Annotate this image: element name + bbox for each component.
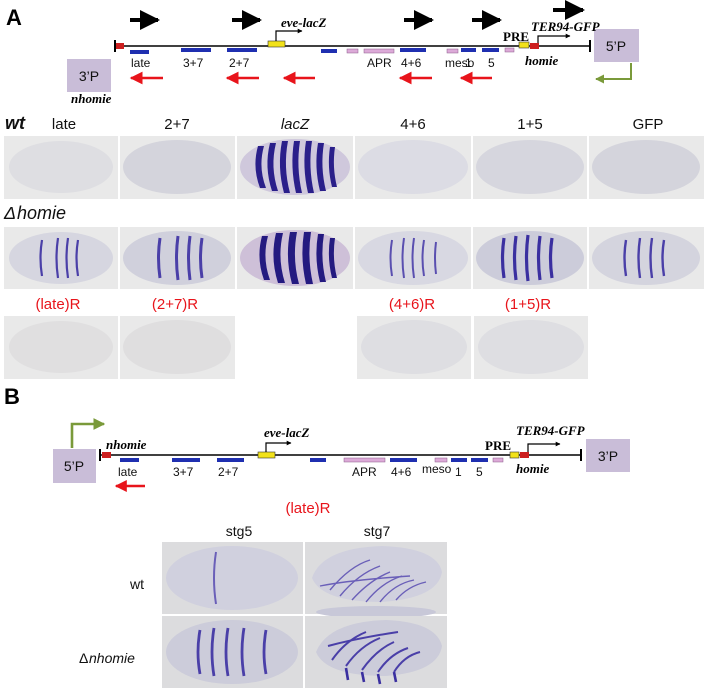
label-1: 1: [465, 56, 472, 70]
left-promoter-arrow-b: [70, 418, 106, 448]
orientation-arrows-top: [130, 0, 585, 30]
label-apr: APR: [367, 56, 392, 70]
homie-label: homie: [525, 53, 558, 68]
b-left-promoter-label: 5’P: [64, 458, 84, 474]
element-pink-2: [504, 47, 515, 53]
element-apr: [363, 48, 395, 54]
panel-b-letter: B: [4, 384, 20, 409]
b-enhancer-small: [310, 458, 326, 462]
col-label-2-7: 2+7: [164, 116, 189, 133]
lacz-box: [267, 40, 286, 48]
b-right-promoter-box: [586, 439, 630, 472]
b-label-4-6: 4+6: [391, 465, 412, 479]
b-right-promoter-label: 3’P: [598, 448, 618, 464]
b-label-meso: meso: [422, 462, 452, 476]
b-gfp-label: TER94-GFP: [516, 423, 586, 438]
b-enhancer-2-7: [217, 458, 244, 462]
enhancer-3-7: [181, 48, 211, 52]
pre-label: PRE: [503, 29, 529, 44]
col-label-lacz: lacZ: [281, 116, 310, 133]
b-lacz-box: [257, 451, 276, 459]
right-promoter-arrow-a: [595, 63, 632, 84]
panel-a-letter: A: [6, 5, 22, 30]
enhancer-5: [482, 48, 499, 52]
label-3-7: 3+7: [183, 56, 204, 70]
b-title: (late)R: [285, 500, 330, 517]
b-pre-label: PRE: [485, 438, 511, 453]
gfp-label: TER94-GFP: [531, 19, 601, 34]
b-homie-insulator: [520, 452, 529, 458]
gfp-promoter-arrow: [537, 33, 571, 43]
dhomie-image-row: [4, 227, 704, 289]
element-pink-1: [346, 48, 359, 54]
nhomie-insulator: [116, 43, 124, 49]
gfp-box: [518, 41, 530, 49]
b-nhomie-label: nhomie: [106, 437, 147, 452]
rev-label-late: (late)R: [35, 296, 80, 313]
b-label-5: 5: [476, 465, 483, 479]
col-label-4-6: 4+6: [400, 116, 425, 133]
rev-label-2-7: (2+7)R: [152, 296, 198, 313]
b-image-grid: [162, 542, 447, 688]
b-row-wt: wt: [129, 576, 144, 592]
row-label-wt: wt: [5, 113, 26, 133]
b-enhancer-3-7: [172, 458, 200, 462]
b-lacz-label: eve-lacZ: [264, 425, 310, 440]
label-5: 5: [488, 56, 495, 70]
b-element-apr: [343, 457, 386, 463]
b-gfp-box: [509, 451, 520, 459]
col-label-1-5: 1+5: [517, 116, 542, 133]
enhancer-4-6: [400, 48, 426, 52]
b-enhancer-5: [471, 458, 488, 462]
b-label-apr: APR: [352, 465, 377, 479]
label-meso: meso: [445, 56, 475, 70]
label-4-6: 4+6: [401, 56, 422, 70]
enhancer-1: [461, 48, 476, 52]
lacz-promoter-arrow: [275, 28, 303, 41]
label-late: late: [131, 56, 151, 70]
b-element-pink-2: [492, 457, 504, 463]
b-enhancer-late: [120, 458, 139, 462]
b-gfp-promoter-arrow: [527, 441, 561, 452]
left-promoter-box: [67, 59, 111, 92]
row-label-delta: Δ: [3, 203, 16, 223]
enhancer-2-7: [227, 48, 257, 52]
label-2-7: 2+7: [229, 56, 250, 70]
nhomie-label: nhomie: [71, 91, 112, 106]
homie-insulator: [530, 43, 539, 49]
b-nhomie-insulator: [102, 452, 111, 458]
col-label-late: late: [52, 116, 76, 133]
b-enhancer-1: [451, 458, 467, 462]
reversed-image-row: [4, 316, 588, 379]
enhancer-small: [321, 49, 337, 53]
b-row-nhomie: nhomie: [89, 650, 135, 666]
b-label-1: 1: [455, 465, 462, 479]
right-promoter-box: [594, 29, 639, 62]
row-label-dhomie: homie: [17, 203, 66, 223]
wt-image-row: [4, 136, 704, 199]
b-row-delta: Δ: [79, 650, 88, 666]
lacz-label: eve-lacZ: [281, 15, 327, 30]
b-homie-label: homie: [516, 461, 549, 476]
b-left-promoter-box: [53, 449, 96, 483]
element-meso: [446, 48, 459, 54]
right-promoter-label: 5’P: [606, 38, 626, 54]
col-label-gfp: GFP: [633, 116, 664, 133]
b-enhancer-4-6: [390, 458, 417, 462]
b-label-late: late: [118, 465, 138, 479]
b-lacz-promoter-arrow: [265, 440, 292, 452]
b-label-3-7: 3+7: [173, 465, 194, 479]
enhancer-late: [130, 50, 149, 54]
b-label-2-7: 2+7: [218, 465, 239, 479]
rev-label-4-6: (4+6)R: [389, 296, 435, 313]
b-col-stg5: stg5: [226, 523, 253, 539]
b-col-stg7: stg7: [364, 523, 391, 539]
left-promoter-label: 3’P: [79, 68, 99, 84]
b-element-meso: [434, 457, 448, 463]
rev-label-1-5: (1+5)R: [505, 296, 551, 313]
